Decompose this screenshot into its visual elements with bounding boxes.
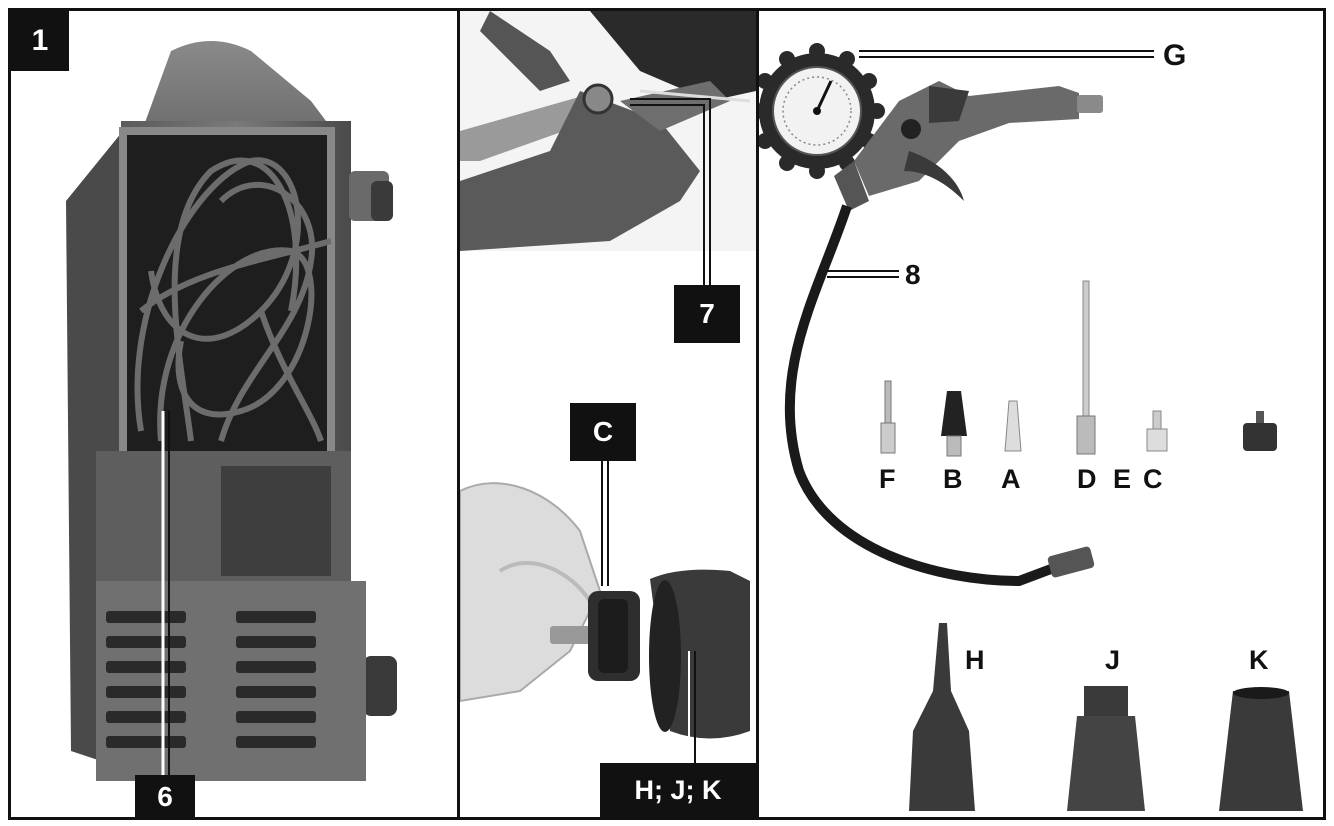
callout-g: G (1163, 39, 1187, 72)
panel-details: 7 C H; J; K (457, 8, 759, 820)
adapter-f (880, 380, 896, 454)
callout-c: C (570, 403, 636, 461)
nozzle-label-j: J (1105, 645, 1121, 675)
coiled-cable (134, 157, 332, 442)
bottom-knob (363, 656, 397, 716)
callout-7: 7 (674, 285, 740, 343)
adapter-photo (460, 482, 750, 739)
accessory-label-f: F (879, 464, 896, 494)
nozzle-j (1067, 686, 1145, 811)
hose-connector (1047, 546, 1095, 578)
leader-line-7 (630, 98, 711, 286)
adapter-e (1146, 410, 1168, 452)
accessory-label-e: E (1113, 464, 1132, 494)
pressure-gauge (759, 43, 885, 179)
accessory-label-b: B (943, 464, 963, 494)
adapter-c-valve (1243, 411, 1277, 451)
nozzle-label-h: H (965, 645, 985, 675)
nozzle-label-k: K (1249, 645, 1269, 675)
accessories-illustration (759, 43, 1303, 811)
inflator-gun (834, 81, 1103, 211)
nozzle-k (1219, 687, 1303, 811)
callout-8: 8 (905, 259, 921, 290)
panel-compressor: 1 6 (8, 8, 460, 820)
nozzle-h (909, 623, 975, 811)
panel-accessories: G 8 F B A D E C H J K (756, 8, 1326, 820)
adapter-d (1076, 280, 1096, 455)
accessory-label-d: D (1077, 464, 1097, 494)
accessory-label-c: C (1143, 464, 1163, 494)
adapter-a (1004, 400, 1022, 452)
adapter-b (941, 391, 967, 457)
compressor-illustration (66, 41, 397, 781)
accessory-label-a: A (1001, 464, 1021, 494)
panel-number: 1 (11, 11, 69, 71)
details-illustration (460, 11, 756, 763)
valve-photo (460, 11, 756, 251)
callout-6: 6 (135, 775, 195, 817)
air-hose (784, 204, 1061, 587)
callout-hjk: H; J; K (600, 763, 756, 817)
